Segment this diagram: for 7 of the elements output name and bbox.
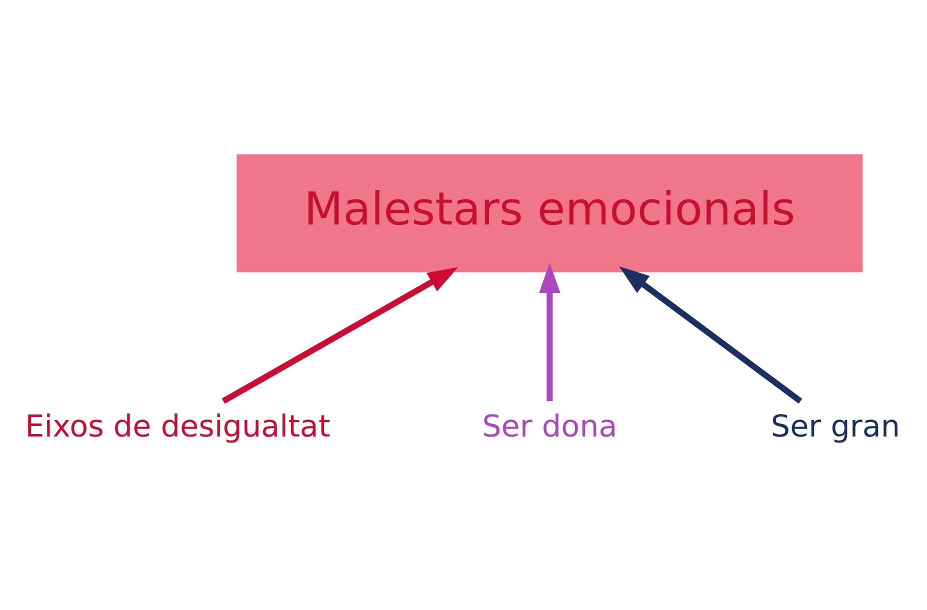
arrow [222,266,458,404]
node-text: Ser gran [770,408,900,444]
arrow [539,262,560,401]
node-text: Ser dona [482,408,618,444]
node-box: Malestars emocionals [236,154,863,272]
arrow [619,266,802,404]
node-text: Eixos de desigualtat [25,408,330,444]
